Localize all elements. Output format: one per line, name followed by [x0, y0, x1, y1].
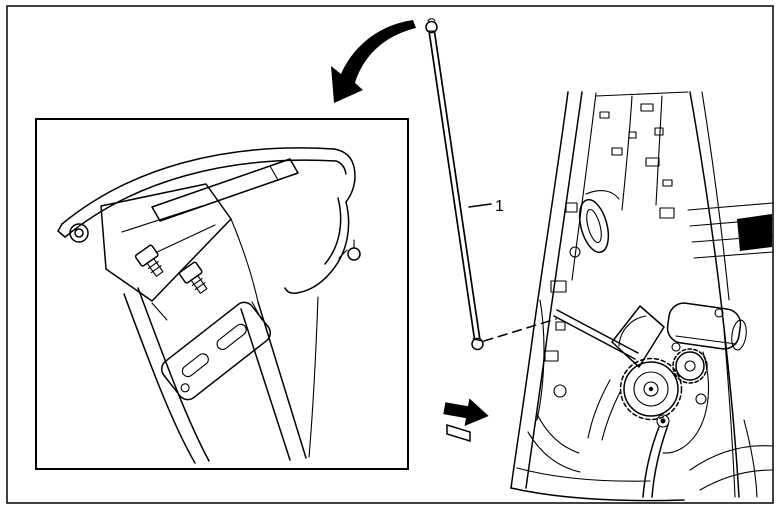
sill-lines	[510, 413, 685, 502]
inset-detail-box	[35, 118, 409, 470]
latch-lever	[611, 305, 665, 368]
connecting-rod-line-2	[556, 309, 639, 354]
connecting-rod-line-1	[553, 315, 636, 360]
cable-line-1	[642, 426, 660, 498]
hinge-bolt-2	[178, 261, 208, 294]
hinge-link-bar	[151, 158, 299, 222]
hinge-arm	[57, 147, 356, 243]
ball-stud-hook	[284, 197, 361, 294]
upper-latch-parts	[565, 190, 620, 258]
dashed-reference-line	[483, 318, 557, 342]
inset-frame-lines	[123, 287, 319, 464]
rod-bottom-ball-end	[471, 337, 484, 351]
hinge-bolt-1	[134, 244, 164, 277]
curved-arrow-icon	[331, 20, 416, 103]
gear-small	[672, 348, 708, 384]
pillar-bolt-holes	[599, 103, 675, 219]
callout-leader-line	[468, 203, 492, 208]
view-direction-arrow-icon	[443, 398, 489, 443]
door-pillar-assembly	[510, 91, 774, 502]
plate-link-line-2	[251, 301, 263, 321]
door-edge	[687, 91, 774, 498]
hinge-detail-drawing	[57, 147, 361, 464]
rod-top-ball-end	[425, 20, 438, 34]
motor-housing	[666, 302, 742, 350]
gear-large	[619, 357, 683, 421]
mid-pillar-parts	[536, 280, 567, 421]
plate-link-line-1	[151, 302, 168, 321]
cable-line-2	[651, 424, 669, 498]
callout-label-1: 1	[495, 198, 504, 215]
latch-mechanism	[553, 302, 747, 498]
support-rod	[425, 18, 484, 351]
